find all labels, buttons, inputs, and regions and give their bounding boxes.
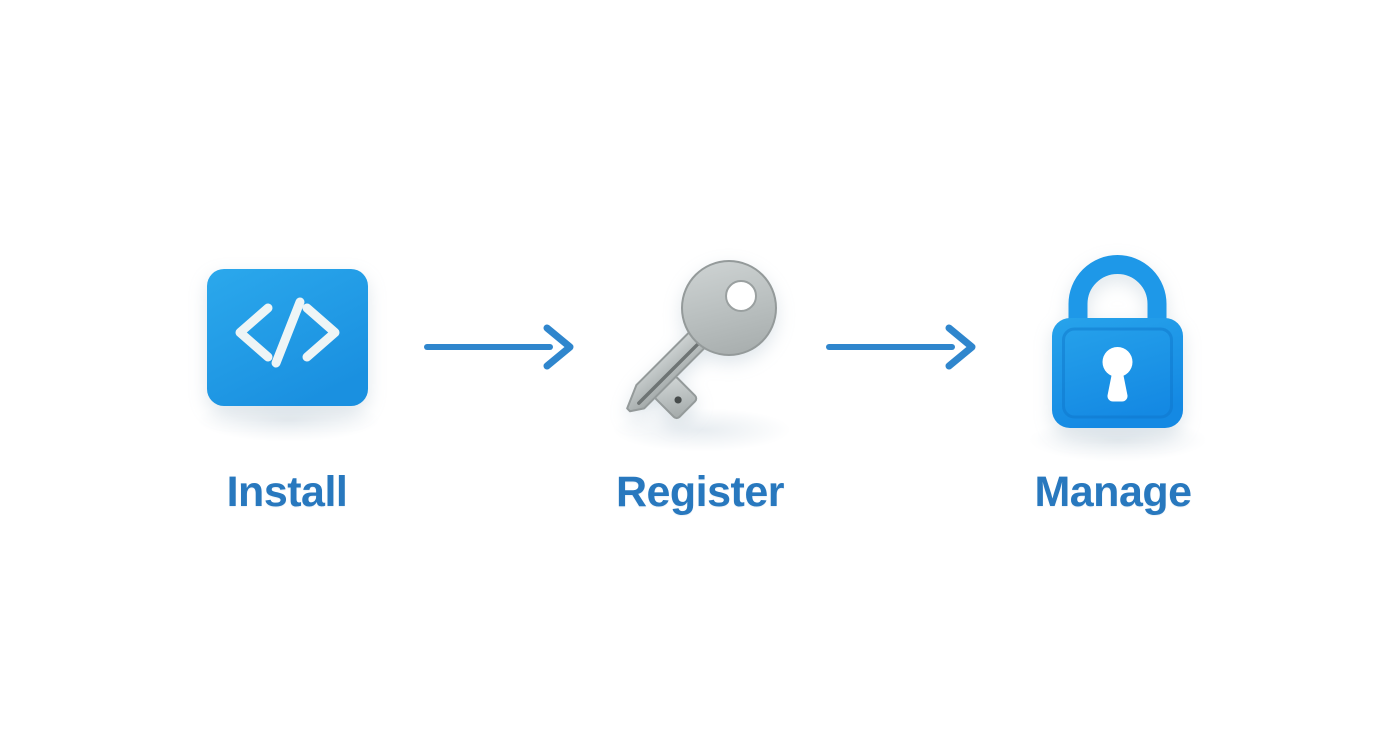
key-icon [626, 260, 777, 420]
padlock-icon [1052, 255, 1183, 428]
arrow-right-icon [424, 324, 574, 370]
code-badge-icon [207, 269, 368, 406]
step-label-manage: Manage [1034, 468, 1192, 516]
step-label-register: Register [615, 468, 785, 516]
step-label-install: Install [226, 468, 348, 516]
arrow-right-icon [826, 324, 976, 370]
